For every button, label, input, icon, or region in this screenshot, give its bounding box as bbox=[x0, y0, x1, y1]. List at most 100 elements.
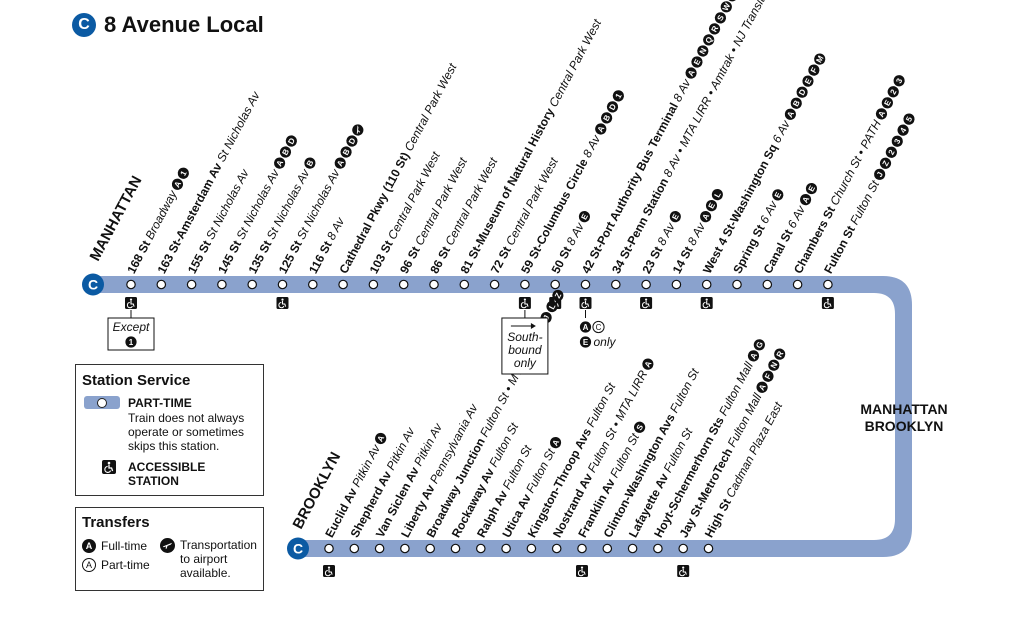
route-line: CC bbox=[82, 273, 912, 560]
route-bullet-c: C bbox=[72, 13, 96, 37]
legend-station-service: Station Service PART-TIME Train does not… bbox=[75, 364, 264, 496]
station-dot bbox=[374, 543, 385, 554]
bullet-circle bbox=[578, 211, 591, 223]
station-dot bbox=[450, 543, 461, 554]
bullet-circle bbox=[714, 12, 727, 24]
part-time-bullet-icon: A bbox=[82, 558, 96, 572]
bullet-letter: 4 bbox=[898, 126, 908, 135]
station-dot bbox=[762, 279, 773, 290]
station-dot bbox=[602, 543, 613, 554]
station-dot bbox=[792, 279, 803, 290]
bullet-letter: F bbox=[809, 66, 819, 75]
bullet-circle bbox=[125, 336, 137, 348]
accessible-icon bbox=[579, 297, 592, 309]
airplane-shape bbox=[356, 125, 361, 134]
transfer-bullet: A bbox=[642, 358, 654, 370]
bullet-letter: A bbox=[757, 383, 768, 393]
station: 163 St-Amsterdam Av St Nicholas Av bbox=[155, 88, 263, 290]
bullet-circle bbox=[274, 157, 286, 169]
note-only-text: only bbox=[594, 335, 617, 349]
station-name: Fulton St Fulton St bbox=[821, 178, 882, 276]
bullet-circle bbox=[346, 135, 358, 147]
bullet-letter: A bbox=[376, 434, 387, 444]
bullet-circle bbox=[304, 157, 316, 169]
transfer-bullet: D bbox=[346, 135, 358, 147]
station-dot bbox=[247, 279, 257, 290]
full-time-label: Full-time bbox=[101, 539, 148, 553]
bullet-letter: G bbox=[754, 340, 765, 350]
station-dot bbox=[277, 279, 288, 290]
transfer-bullet: F bbox=[808, 64, 820, 76]
accessible-icon bbox=[640, 297, 653, 309]
bullet-letter: A bbox=[801, 195, 812, 205]
note-southbound-text: bound bbox=[508, 343, 542, 357]
station-dot bbox=[156, 279, 167, 290]
transfer-bullet: E bbox=[772, 189, 784, 201]
transfer-bullet: A bbox=[595, 123, 606, 135]
bullet-letter: A bbox=[785, 110, 796, 120]
bullet-circle bbox=[546, 300, 558, 313]
bullet-circle bbox=[784, 108, 796, 120]
transfer-bullet: 5 bbox=[903, 113, 915, 125]
transfer-bullet: D bbox=[606, 101, 619, 113]
transfer-bullet: 2 bbox=[885, 146, 897, 158]
transfer-bullet: E bbox=[669, 211, 681, 223]
bullet-letter: E bbox=[807, 184, 818, 194]
transfer-bullet: A bbox=[579, 321, 592, 333]
transfer-bullet: 2 bbox=[887, 86, 899, 98]
airplane-icon bbox=[160, 538, 175, 553]
bullet-circle bbox=[340, 146, 352, 158]
bullet-circle bbox=[606, 101, 619, 113]
bullet-circle bbox=[897, 124, 909, 136]
transfer-bullet: 3 bbox=[893, 75, 905, 87]
transfer-bullet: E bbox=[578, 211, 591, 223]
transfer-bullet: A bbox=[375, 432, 387, 445]
transfer-bullet: E bbox=[579, 336, 592, 348]
transfer-bullet: S bbox=[714, 12, 727, 24]
station-dot bbox=[489, 279, 500, 290]
accessible-label-1: ACCESSIBLE bbox=[128, 460, 206, 474]
page-title: C 8 Avenue Local bbox=[72, 10, 264, 40]
bullet-circle bbox=[753, 339, 765, 351]
svg-text:C: C bbox=[596, 323, 602, 332]
transfer-bullet: A bbox=[274, 157, 286, 169]
transfer-bullet: D bbox=[796, 86, 808, 98]
bullet-letter: B bbox=[341, 147, 352, 157]
bullet-letter: A bbox=[643, 359, 654, 369]
bullet-letter: E bbox=[773, 190, 784, 200]
bullet-letter: B bbox=[280, 147, 291, 157]
part-time-desc-2: operate or sometimes bbox=[128, 425, 245, 439]
bullet-circle bbox=[691, 56, 703, 68]
station-name: Hoyt-Schermerhorn Sts Fulton Mall bbox=[651, 359, 756, 540]
bullet-letter: Z bbox=[553, 291, 563, 300]
bullet-circle bbox=[802, 75, 814, 87]
transfer-bullet: 1 bbox=[612, 90, 624, 102]
bullet-letter: Z bbox=[881, 159, 891, 168]
transfer-bullet: B bbox=[340, 146, 352, 158]
station-dot bbox=[475, 543, 486, 554]
bullet-letter: R bbox=[775, 349, 786, 359]
bullet-circle bbox=[375, 432, 387, 445]
station-dot bbox=[520, 279, 530, 290]
station-dot bbox=[324, 543, 334, 554]
part-time-circle-icon bbox=[97, 398, 107, 408]
terminal-bullet-c: C bbox=[287, 537, 309, 560]
bullet-letter: E bbox=[707, 201, 718, 211]
transfer-bullet: E bbox=[691, 56, 703, 68]
bullet-circle bbox=[697, 45, 709, 57]
bullet-letter: A bbox=[701, 212, 712, 222]
transfer-bullet: B bbox=[304, 157, 316, 169]
bullet-letter: 1 bbox=[179, 169, 189, 178]
bullet-letter: D bbox=[797, 87, 808, 97]
accessible-icon bbox=[700, 297, 713, 309]
transfer-bullet: B bbox=[790, 97, 802, 109]
transfer-bullet: M bbox=[814, 53, 826, 65]
bullet-letter: A bbox=[172, 180, 183, 190]
station-dot bbox=[671, 279, 682, 290]
transfers-title: Transfers bbox=[82, 514, 150, 531]
transfer-bullet: D bbox=[285, 135, 297, 147]
svg-text:C: C bbox=[293, 541, 303, 557]
bullet-circle bbox=[642, 358, 654, 370]
accessible-icon bbox=[576, 565, 588, 577]
